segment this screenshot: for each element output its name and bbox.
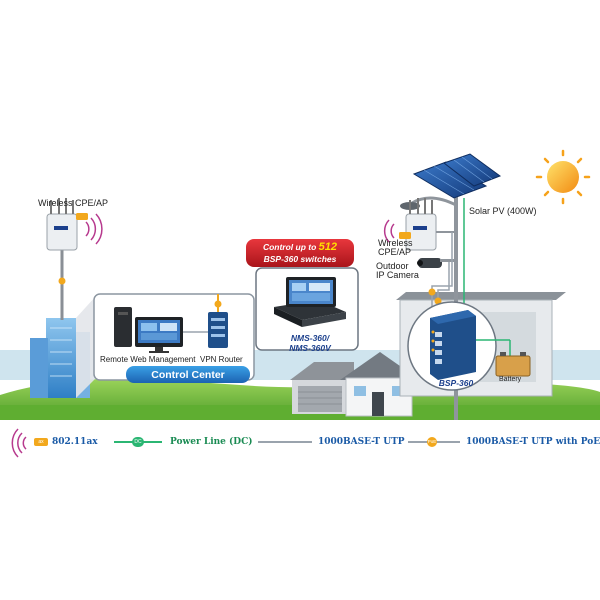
left-wireless-ap	[46, 198, 78, 320]
nms-product-label: NMS-360/ NMS-360V	[270, 333, 350, 353]
sun-icon	[535, 149, 591, 205]
bsp-callout	[407, 301, 497, 391]
label-battery: Battery	[499, 376, 522, 383]
label-vpn-router: VPN Router	[200, 355, 243, 364]
garage	[290, 362, 354, 414]
control-banner: Control up to 512 BSP-360 switches	[246, 239, 354, 269]
legend-power-text: Power Line (DC)	[170, 437, 253, 447]
solar-panel	[412, 153, 502, 199]
legend-poe-badge-text: PoE	[427, 439, 437, 444]
nms-label-2: NMS-360V	[289, 343, 331, 353]
legend-dc-badge-text: DC	[134, 439, 142, 445]
legend	[11, 428, 460, 458]
pc-workstation	[114, 307, 183, 353]
legend-utp-text: 1000BASE-T UTP	[318, 437, 405, 447]
ax-badge-right	[399, 232, 411, 239]
control-center-title-bar	[126, 366, 250, 383]
banner-line1: Control up to	[262, 242, 319, 252]
banner-number: 512	[318, 241, 338, 253]
ap-device-left	[46, 213, 78, 251]
legend-wifi-text: 802.11ax	[52, 437, 98, 447]
label-wireless-right-2: CPE/AP	[378, 247, 412, 257]
banner-line2: BSP-360 switches	[263, 254, 337, 264]
legend-poe-badge	[427, 437, 437, 447]
legend-wifi-icon	[11, 428, 27, 458]
legend-poe-text: 1000BASE-T UTP with PoE	[466, 437, 600, 447]
ax-badge-left	[76, 213, 88, 220]
nms-callout	[255, 267, 359, 351]
label-wireless-left: Wireless CPE/AP	[38, 198, 109, 208]
legend-ax-badge-text: ax	[38, 439, 44, 445]
banner-background	[246, 239, 354, 267]
wifi-waves-left-icon	[85, 213, 103, 245]
battery-device	[476, 339, 531, 377]
poe-connector-router	[214, 300, 222, 308]
wifi-waves-right-icon	[383, 219, 395, 243]
bsp-product-label: BSP-360	[438, 378, 474, 388]
poe-connector-pole-2	[434, 297, 442, 305]
legend-ax-badge	[34, 438, 48, 446]
poe-connector-pole-1	[428, 288, 436, 296]
label-camera-2: IP Camera	[376, 270, 419, 280]
right-wireless-ap	[405, 198, 454, 251]
label-wireless-right-1: Wireless	[378, 238, 413, 248]
legend-dc-badge	[132, 437, 144, 447]
label-remote-web: Remote Web Management	[100, 355, 196, 364]
control-center-title: Control Center	[151, 369, 225, 381]
label-solar: Solar PV (400W)	[469, 206, 537, 216]
label-camera-1: Outdoor	[376, 261, 409, 271]
ip-camera	[417, 258, 454, 268]
nms-label-1: NMS-360/	[290, 333, 330, 343]
poe-connector-left	[58, 277, 66, 285]
